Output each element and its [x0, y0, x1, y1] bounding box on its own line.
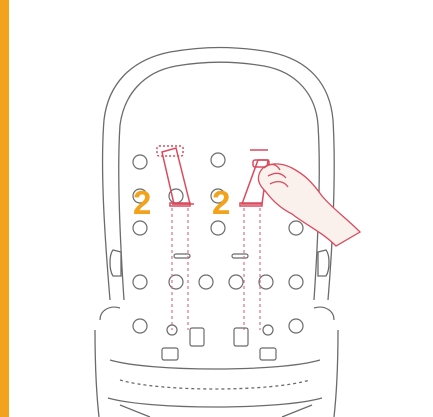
shoulder-slots — [174, 254, 248, 258]
bottom-mechanisms — [100, 307, 334, 360]
seat-base — [95, 330, 338, 417]
step-number-right: 2 — [212, 186, 230, 219]
left-shoulder-strap — [157, 146, 194, 206]
hand-pulling-icon — [258, 164, 360, 246]
step-number-left: 2 — [133, 186, 151, 219]
guide-lines — [172, 208, 260, 330]
